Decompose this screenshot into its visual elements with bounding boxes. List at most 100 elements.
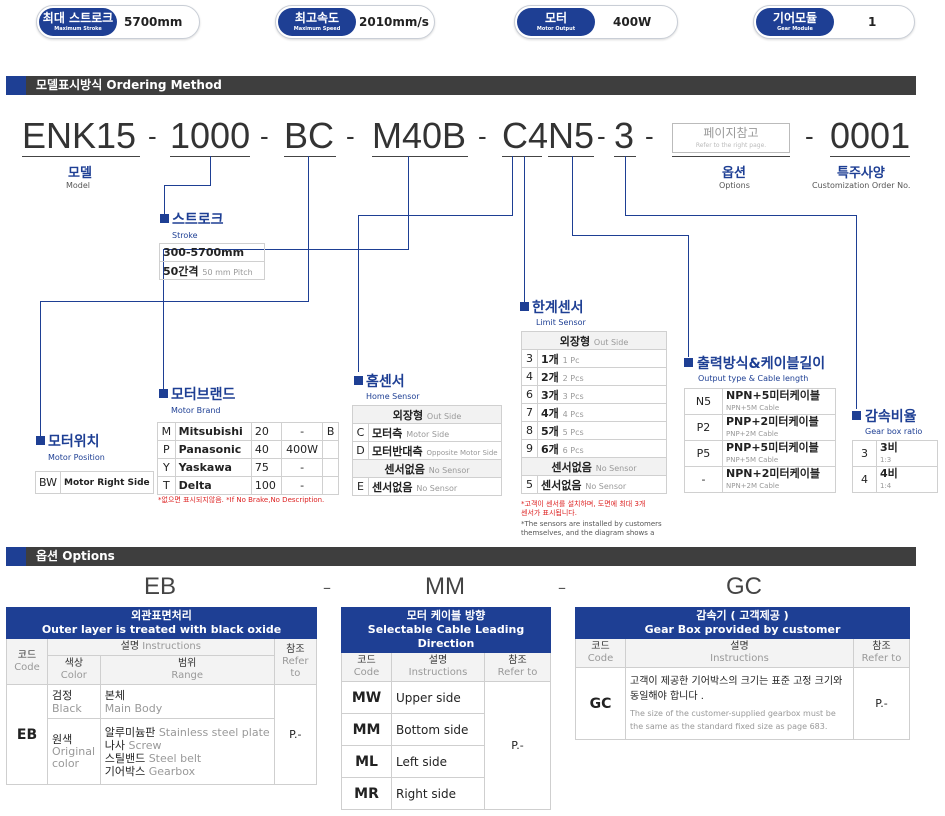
motor-brand-title: 모터브랜드	[171, 387, 236, 403]
brand-w2: -	[280, 458, 324, 477]
desc-en: 3 Pcs	[562, 391, 584, 401]
header-ko: 센서없음	[551, 460, 592, 474]
hdr-en: Instructions	[142, 641, 201, 652]
connector	[572, 235, 688, 236]
page-ref-en: Refer to the right page.	[695, 142, 767, 149]
section-square-icon	[520, 302, 529, 311]
eb-title-ko: 외관표면처리	[131, 609, 192, 622]
desc-en: PNP+2M Cable	[726, 429, 779, 438]
output-code: P5	[684, 440, 723, 467]
header-ko: 센서없음	[384, 462, 425, 476]
stroke-table: 300-5700mm 50간격 50 mm Pitch	[159, 243, 265, 280]
home-sensor-table: 외장형 Out Side C 모터측 Motor Side D 모터반대측 Op…	[352, 405, 502, 496]
brand-w1: 75	[250, 458, 282, 477]
limit-desc: 6개 6 Pcs	[537, 439, 667, 458]
gc-title-ko: 감속기 ( 고객제공 )	[696, 609, 789, 622]
desc-en: 1 Pc	[562, 355, 580, 365]
motor-position-subtitle: Motor Position	[48, 453, 105, 462]
connector	[524, 156, 525, 302]
desc-en: 1:3	[880, 455, 892, 464]
desc-ko: NPN+5미터케이블	[726, 388, 820, 402]
limit-code: 8	[521, 421, 538, 440]
output-code: P2	[684, 414, 723, 441]
mm-desc: Right side	[391, 777, 485, 810]
output-code: N5	[684, 388, 723, 415]
home-sensor-none-header: 센서없음 No Sensor	[352, 459, 502, 478]
desc-ko: NPN+2미터케이블	[726, 466, 820, 480]
brand-code: T	[157, 476, 176, 495]
limit-sensor-subtitle: Limit Sensor	[536, 318, 586, 327]
desc-en: PNP+5M Cable	[726, 455, 779, 464]
connector	[408, 156, 409, 250]
limit-sensor-header: 외장형 Out Side	[521, 331, 667, 350]
mm-desc: Upper side	[391, 681, 485, 714]
desc-ko: 6개	[541, 442, 559, 456]
brand-code: Y	[157, 458, 176, 477]
separator-dash: –	[558, 578, 566, 597]
connector	[163, 249, 164, 389]
desc-ko: 모터반대측	[372, 444, 423, 458]
desc-ko: 모터측	[372, 426, 403, 440]
stroke-title: 스트로크	[172, 212, 224, 228]
desc-ko: PNP+5미터케이블	[726, 440, 819, 454]
hdr-ko: 참조	[508, 655, 527, 666]
spec-label-en: Gear Module	[777, 26, 813, 32]
spec-pill-stroke: 최대 스트로크 Maximum Stroke 5700mm	[36, 5, 200, 39]
stroke-subtitle: Stroke	[172, 231, 198, 240]
option-code-eb: EB	[143, 573, 176, 600]
section-title: 옵션 Options	[36, 549, 115, 563]
limit-code: 5	[521, 475, 538, 494]
options-label-en: Options	[719, 181, 750, 190]
header-en: Out Side	[593, 337, 629, 347]
hdr-en: Instructions	[710, 653, 769, 664]
brand-w2: 400W	[280, 440, 324, 459]
desc-en: NPN+5M Cable	[726, 403, 780, 412]
separator-dash: –	[323, 578, 331, 597]
gc-title: 감속기 ( 고객제공 ) Gear Box provided by custom…	[575, 607, 910, 639]
ordering-section-bar: 모델표시방식 Ordering Method	[6, 76, 916, 95]
desc-en: 4 Pcs	[562, 409, 584, 419]
hdr-en: Code	[14, 661, 40, 673]
model-label-en: Model	[66, 181, 91, 190]
spec-value: 5700mm	[124, 15, 183, 29]
code-sep: -	[260, 121, 269, 151]
desc-ko: 3비	[880, 440, 898, 454]
spec-label: 최고속도 Maximum Speed	[278, 8, 356, 36]
range-ko: 나사	[104, 738, 125, 752]
limit-sensor-title: 한계센서	[532, 300, 584, 316]
desc-ko: 4개	[541, 406, 559, 420]
hdr-en: Color	[60, 670, 87, 681]
limit-sensor-note-ko-2: 센서가 표시됩니다.	[521, 509, 577, 517]
code-motor: M40B	[372, 115, 467, 156]
range-item: 기어박스 Gearbox	[105, 765, 270, 778]
eb-option-table: 외관표면처리 Outer layer is treated with black…	[6, 607, 318, 785]
range-ko: 스틸밴드	[104, 751, 146, 765]
motor-position-title: 모터위치	[48, 434, 100, 450]
code-sep: -	[597, 121, 606, 151]
section-square-icon	[36, 436, 45, 445]
brand-name: Yaskawa	[174, 458, 252, 477]
code-sep: -	[148, 121, 157, 151]
brand-name: Delta	[174, 476, 252, 495]
spec-value: 400W	[613, 15, 652, 29]
section-square-icon	[684, 358, 693, 367]
limit-desc: 1개 1 Pc	[537, 349, 667, 368]
spec-label: 최대 스트로크 Maximum Stroke	[39, 8, 117, 36]
motor-position-table: BW Motor Right Side	[34, 471, 154, 494]
motor-brand-table: M Mitsubishi 20 - B P Panasonic 40 400W …	[157, 422, 339, 495]
brand-w1: 40	[250, 440, 282, 459]
desc-en: NPN+2M Cable	[726, 481, 780, 490]
brand-w2: -	[280, 422, 324, 441]
mm-code: MM	[341, 713, 392, 746]
mm-title-en: Selectable Cable Leading Direction	[367, 623, 525, 650]
eb-ref: P.-	[273, 684, 318, 785]
home-sensor-title: 홈센서	[366, 374, 405, 390]
eb-title: 외관표면처리 Outer layer is treated with black…	[6, 607, 317, 639]
desc-en: 5 Pcs	[562, 427, 584, 437]
